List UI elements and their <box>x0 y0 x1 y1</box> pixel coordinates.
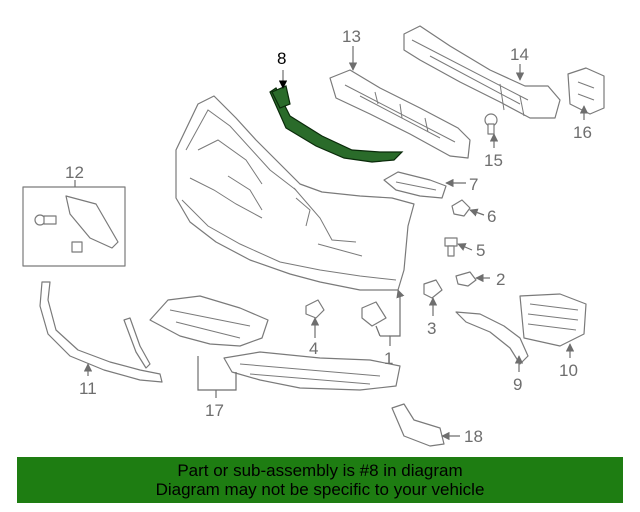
part-8-retainer <box>269 85 404 163</box>
part-9-garnish <box>455 311 529 365</box>
part-18-bracket <box>391 403 445 447</box>
callout-16: 16 <box>573 123 592 142</box>
part-2-clip <box>455 271 477 287</box>
callout-14: 14 <box>510 45 529 64</box>
leader-lines <box>74 46 589 441</box>
part-7-bracket <box>383 171 447 199</box>
part-6-clip <box>451 199 471 217</box>
callout-13: 13 <box>342 27 361 46</box>
part-14-beam <box>403 25 561 119</box>
banner-line-1: Part or sub-assembly is #8 in diagram <box>177 461 463 480</box>
callout-2: 2 <box>496 270 505 289</box>
part-10-grille <box>519 293 587 347</box>
callout-5: 5 <box>476 241 485 260</box>
part-13-reinforcement <box>329 69 471 159</box>
callout-4: 4 <box>309 339 318 358</box>
part-16-bracket <box>567 67 605 115</box>
info-banner: Part or sub-assembly is #8 in diagram Di… <box>17 457 623 503</box>
part-5-fastener <box>444 237 458 257</box>
part-1-bumper-cover <box>175 95 415 291</box>
callout-1: 1 <box>384 349 393 368</box>
callout-10: 10 <box>559 361 578 380</box>
callout-11: 11 <box>79 379 97 398</box>
part-11-molding <box>39 281 163 383</box>
parts-diagram: 1 2 3 4 5 6 7 8 9 10 11 12 13 14 15 16 1… <box>22 25 605 447</box>
banner-line-2: Diagram may not be specific to your vehi… <box>155 480 485 499</box>
part-17-undercover <box>149 295 401 391</box>
callout-3: 3 <box>427 319 436 338</box>
part-12-inset <box>22 186 126 267</box>
callout-8: 8 <box>277 49 286 68</box>
part-15-bolt <box>484 113 498 135</box>
part-4-clip <box>305 299 325 319</box>
callout-12: 12 <box>65 163 84 182</box>
callout-18: 18 <box>464 427 483 446</box>
callout-7: 7 <box>469 175 478 194</box>
callout-17: 17 <box>205 401 224 420</box>
callout-15: 15 <box>484 151 503 170</box>
callout-9: 9 <box>513 375 522 394</box>
callout-6: 6 <box>487 207 496 226</box>
part-1-bracket <box>361 301 387 327</box>
part-3-clip <box>423 279 443 299</box>
